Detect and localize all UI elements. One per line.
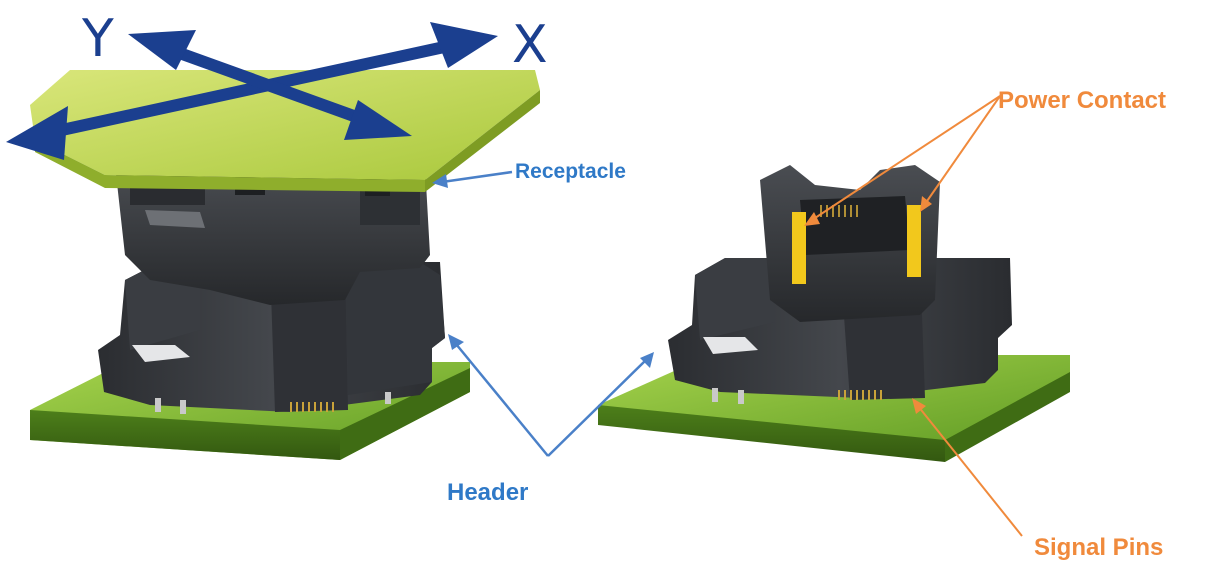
signal-pins-callout: Signal Pins — [912, 398, 1163, 561]
receptacle-callout: Receptacle — [432, 160, 626, 188]
header-label: Header — [447, 479, 528, 506]
power-contact-callout: Power Contact — [804, 87, 1166, 226]
x-axis-label: X — [512, 15, 548, 75]
y-axis-label: Y — [81, 9, 114, 69]
power-contact-label: Power Contact — [998, 87, 1166, 114]
header-callout: Header — [447, 334, 654, 506]
right-upper-housing — [760, 165, 940, 322]
left-header-body — [98, 262, 445, 414]
x-axis-arrow — [6, 22, 498, 160]
power-contact-left — [792, 212, 806, 284]
receptacle-label: Receptacle — [515, 160, 626, 183]
right-assembly — [598, 165, 1070, 462]
power-contact-right — [907, 205, 921, 277]
y-axis-arrow — [128, 30, 412, 140]
xy-axis-arrows: Y X — [6, 9, 548, 160]
left-top-board — [30, 70, 540, 192]
left-assembly — [30, 70, 540, 460]
signal-pins-label: Signal Pins — [1034, 534, 1163, 561]
